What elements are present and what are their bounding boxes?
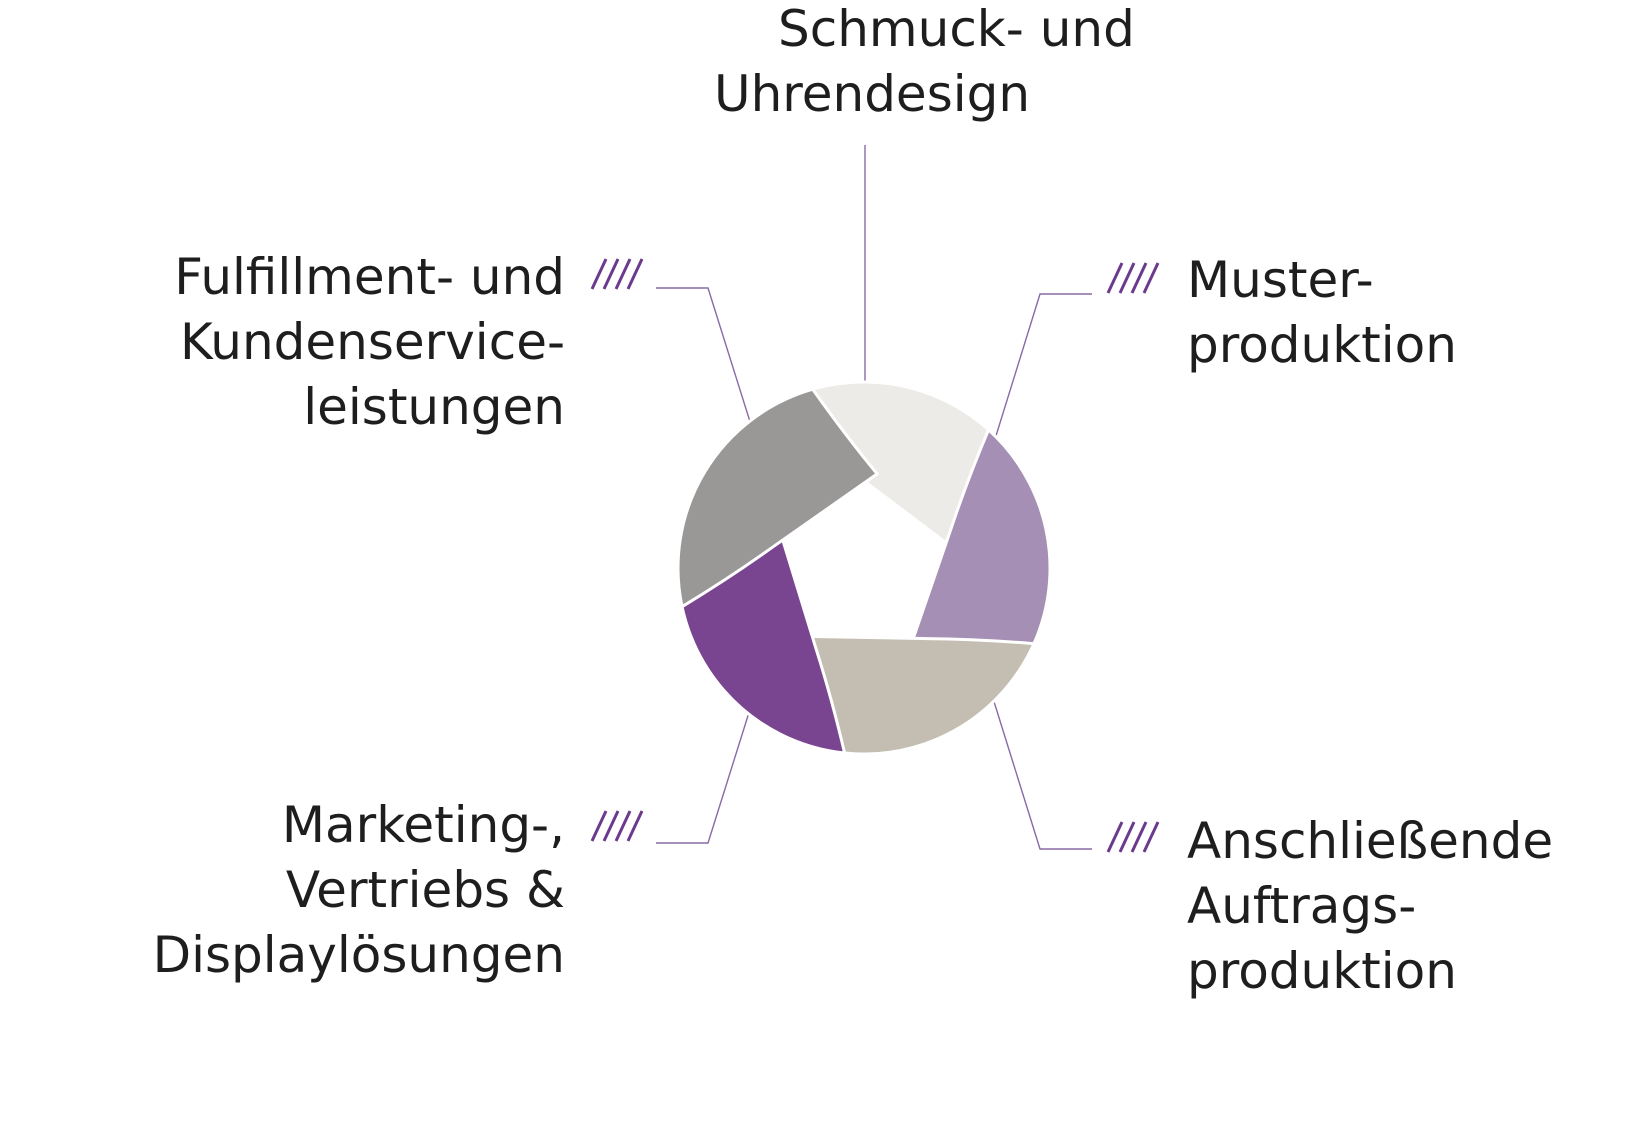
label-upper-left-line-2: Kundenservice-: [180, 313, 565, 371]
label-upper-right-line-1: Muster-: [1187, 251, 1374, 309]
label-upper-left-line-3: leistungen: [303, 378, 565, 436]
label-lower-right: Anschließende Auftrags- produktion: [1187, 812, 1553, 1000]
label-lower-left-line-2: Vertriebs &: [286, 861, 565, 919]
label-lower-right-line-1: Anschließende: [1187, 812, 1553, 870]
label-lower-right-line-2: Auftrags-: [1187, 877, 1416, 935]
label-lower-left: Marketing-, Vertriebs & Displaylösungen: [153, 796, 565, 984]
hatch-markers: [590, 258, 1160, 853]
hatch-marker-icon: [590, 810, 644, 842]
cycle-ring: [676, 380, 1052, 756]
hatch-marker-icon: [1106, 262, 1160, 294]
hatch-marker-icon: [1106, 821, 1160, 853]
label-upper-left: Fulfillment- und Kundenservice- leistung…: [174, 248, 565, 436]
label-lower-left-line-1: Marketing-,: [282, 796, 565, 854]
leader-line-lower-right: [985, 675, 1092, 850]
label-upper-left-line-1: Fulfillment- und: [174, 248, 565, 306]
label-top-line-2: Uhrendesign: [714, 65, 1030, 123]
label-lower-left-line-3: Displaylösungen: [153, 926, 565, 984]
hatch-marker-icon: [590, 258, 644, 290]
label-top-line-1: Schmuck- und: [778, 0, 1135, 58]
label-upper-right: Muster- produktion: [1187, 251, 1457, 374]
leader-lines: [656, 145, 1092, 850]
label-lower-right-line-3: produktion: [1187, 942, 1457, 1000]
leader-line-lower-left: [656, 667, 764, 844]
label-upper-right-line-2: produktion: [1187, 316, 1457, 374]
ring-segment-upper-left: [676, 387, 879, 609]
leader-line-upper-left: [656, 287, 764, 464]
leader-line-upper-right: [985, 293, 1092, 469]
label-top: Schmuck- und Uhrendesign: [714, 0, 1135, 123]
